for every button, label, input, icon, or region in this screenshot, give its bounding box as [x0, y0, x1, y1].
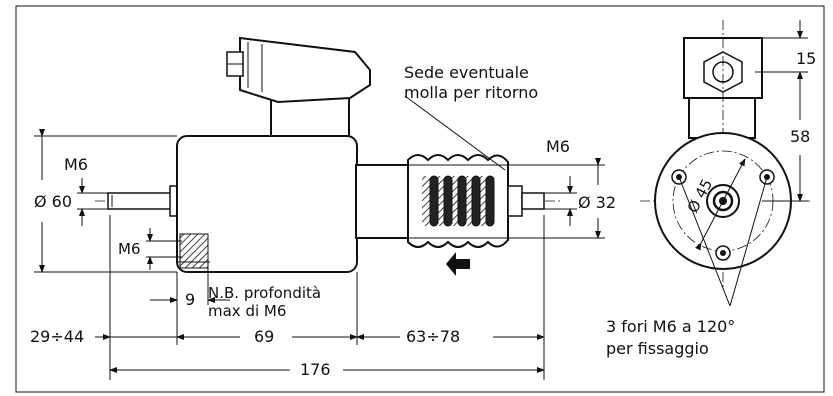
label-thread-left: M6	[64, 155, 88, 174]
mounting-hole-section	[179, 233, 209, 269]
side-view	[95, 36, 560, 276]
label-dim-69: 69	[254, 327, 274, 346]
front-view	[640, 20, 810, 307]
label-seat-note-1: Sede eventuale	[404, 63, 529, 82]
left-shaft	[107, 192, 173, 210]
connector-plug	[239, 36, 371, 104]
label-thread-right: M6	[546, 137, 570, 156]
dimensions-side	[34, 129, 605, 380]
plunger-sleeve	[355, 164, 409, 239]
label-dia-left: Ø 60	[34, 192, 72, 211]
right-shaft	[521, 192, 545, 210]
label-dim-9: 9	[185, 290, 195, 309]
label-dim-29-44: 29÷44	[30, 327, 84, 346]
label-dim-15: 15	[796, 49, 816, 68]
motion-arrow-icon	[446, 252, 470, 276]
label-thread-lower: M6	[118, 240, 141, 258]
label-holes-1: 3 fori M6 a 120°	[606, 317, 735, 336]
label-seat-note-2: molla per ritorno	[404, 83, 538, 102]
right-nut	[507, 185, 523, 217]
label-dia-right: Ø 32	[578, 193, 616, 212]
label-nb-2: max di M6	[208, 302, 286, 320]
front-connector-neck	[688, 97, 756, 139]
label-holes-2: per fissaggio	[606, 339, 709, 358]
label-dim-63-78: 63÷78	[406, 327, 460, 346]
drawing-frame	[15, 5, 825, 393]
label-dim-176: 176	[300, 360, 331, 379]
label-dim-58: 58	[790, 127, 810, 146]
label-nb-1: N.B. profondità	[208, 284, 321, 302]
return-spring	[429, 175, 495, 227]
labels: Sede eventuale molla per ritorno M6 Ø 60…	[30, 49, 816, 379]
